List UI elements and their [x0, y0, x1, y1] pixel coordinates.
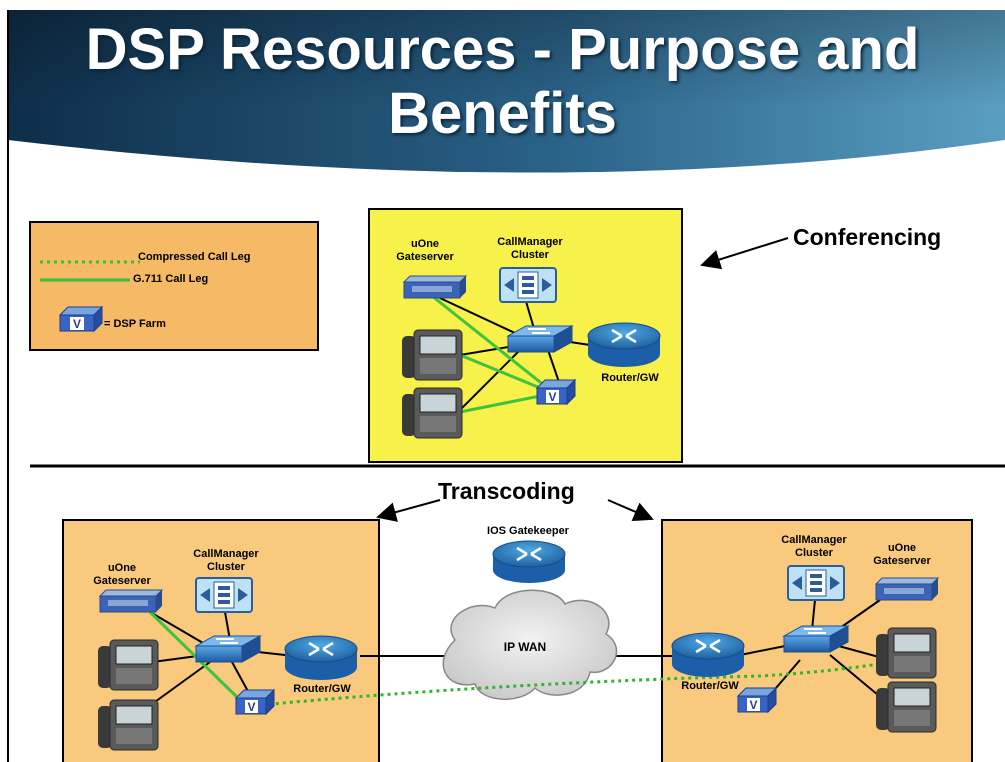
switch-icon	[782, 625, 850, 653]
compressed-call-leg	[261, 658, 906, 707]
svg-text:V: V	[73, 317, 81, 331]
conf-router-label: Router/GW	[601, 372, 659, 384]
legend-compressed-label: Compressed Call Leg	[138, 251, 251, 263]
dsp-farm-icon: V	[736, 686, 778, 714]
legend-g711-label: G.711 Call Leg	[133, 273, 209, 285]
conferencing-links	[426, 290, 591, 414]
left-router-label: Router/GW	[293, 683, 351, 695]
switch-icon	[194, 635, 262, 663]
switch-icon	[506, 325, 574, 353]
server-icon	[402, 275, 468, 299]
cloud-icon	[442, 589, 618, 700]
router-icon	[492, 540, 566, 583]
wan-label: IP WAN	[503, 640, 547, 654]
server-icon	[98, 589, 164, 613]
svg-text:V: V	[247, 700, 255, 714]
svg-text:V: V	[548, 390, 556, 404]
conferencing-label: Conferencing	[793, 224, 942, 250]
callmanager-icon	[195, 577, 253, 613]
ip-phone-icon	[98, 699, 159, 751]
dsp-farm-icon: V	[58, 305, 104, 333]
right-uone-label: uOne Gateserver	[873, 542, 931, 567]
right-callmanager-label: CallManager Cluster	[781, 534, 847, 559]
left-uone-label: uOne Gateserver	[93, 562, 151, 587]
left-callmanager-label: CallManager Cluster	[193, 548, 259, 573]
transcoding-arrow-right	[607, 499, 654, 522]
transcoding-label: Transcoding	[438, 478, 575, 504]
right-router-label: Router/GW	[681, 680, 739, 692]
ip-phone-icon	[402, 329, 463, 381]
transcoding-arrow-left	[376, 499, 441, 522]
conf-callmanager-label: CallManager Cluster	[497, 236, 563, 261]
ip-phone-icon	[876, 627, 937, 679]
svg-text:V: V	[749, 698, 757, 712]
router-icon	[671, 632, 745, 677]
gatekeeper-label: IOS Gatekeeper	[487, 525, 569, 537]
title-banner	[7, 10, 1005, 175]
ip-phone-icon	[876, 681, 937, 733]
dsp-farm-icon: V	[535, 378, 577, 406]
server-icon	[874, 577, 940, 601]
ip-phone-icon	[98, 639, 159, 691]
callmanager-icon	[499, 267, 557, 303]
router-icon	[587, 322, 661, 367]
slide-title-line-1: DSP Resources - Purpose and	[85, 17, 920, 82]
conferencing-arrow	[700, 237, 789, 270]
legend-dsp-farm-label: = DSP Farm	[104, 318, 166, 330]
router-icon	[284, 635, 358, 680]
dsp-farm-icon: V	[234, 688, 276, 716]
conf-uone-label: uOne Gateserver	[396, 238, 454, 263]
callmanager-icon	[787, 565, 845, 601]
ip-phone-icon	[402, 387, 463, 439]
slide-title-line-2: Benefits	[388, 81, 617, 146]
